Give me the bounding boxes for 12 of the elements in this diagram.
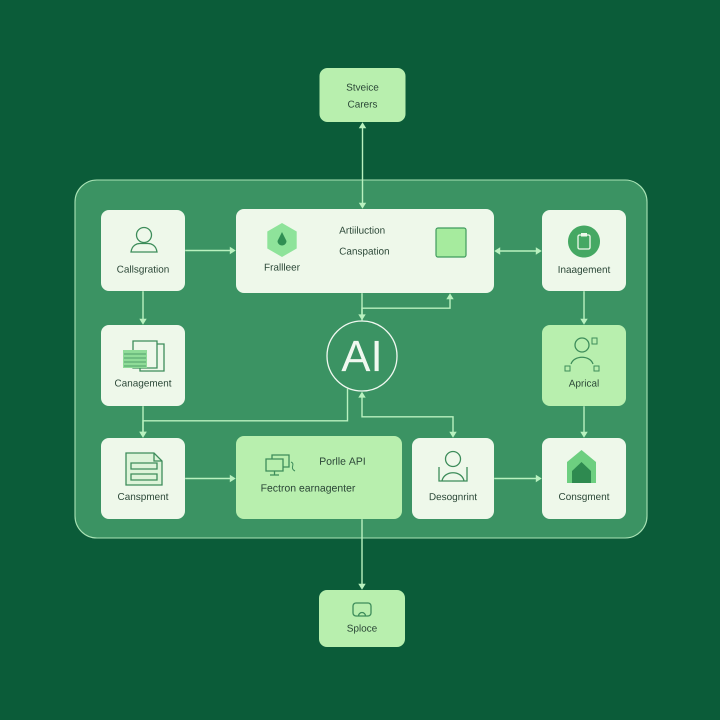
process-box: Canagement <box>101 325 185 406</box>
process-box: Inaagement <box>542 210 626 291</box>
process-box: Aprical <box>542 325 626 406</box>
process-box: Stveice Carers <box>320 68 406 122</box>
process-box: Sploce <box>319 590 405 647</box>
process-box: Canspment <box>101 438 185 519</box>
process-box: Callsgration <box>101 210 185 291</box>
process-box: Porlle API Fectron earnagenter <box>236 436 402 519</box>
circle-node: AI <box>326 320 398 392</box>
process-box: Desognrint <box>412 438 494 519</box>
process-box: Frallleer Artiiluction Canspation <box>236 209 494 293</box>
process-box: Consgment <box>542 438 626 519</box>
